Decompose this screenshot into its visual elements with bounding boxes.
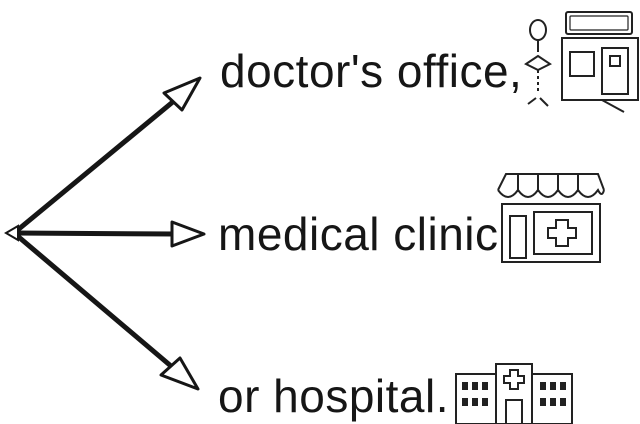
arrowhead-hospital xyxy=(159,356,200,391)
arrow-to-hospital xyxy=(11,230,181,375)
hospital-icon xyxy=(455,363,573,424)
label-doctor-office: doctor's office, xyxy=(220,45,523,97)
arrowhead-doctor-office xyxy=(162,76,202,112)
arrow-to-doctor-office xyxy=(11,93,183,236)
arrow-origin xyxy=(4,224,19,242)
label-medical-clinic: medical clinic xyxy=(218,208,499,260)
arrow-to-medical-clinic xyxy=(11,230,178,237)
medical-clinic-icon xyxy=(497,173,605,263)
label-hospital: or hospital. xyxy=(218,370,450,422)
doctor-office-icon xyxy=(524,11,639,113)
arrowhead-medical-clinic xyxy=(170,220,206,248)
